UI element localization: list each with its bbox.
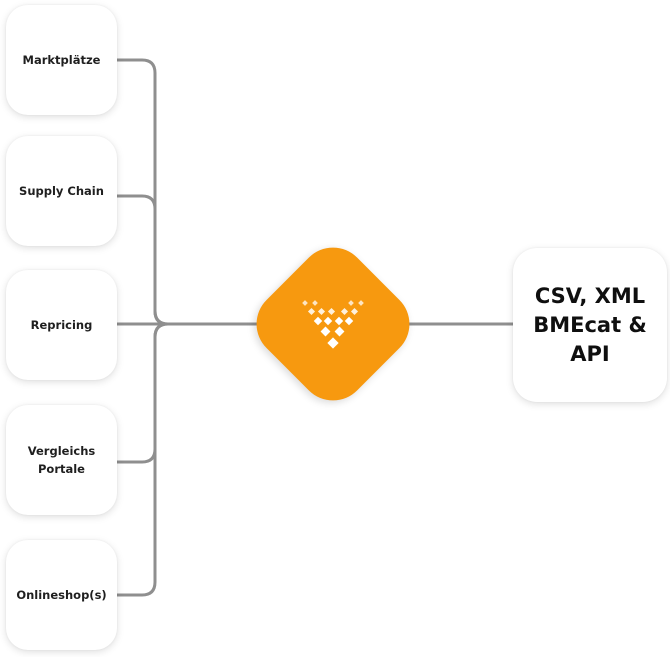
source-card-vergleichs-portale: Vergleichs Portale (6, 405, 117, 515)
channel-logo-icon (302, 300, 364, 349)
source-card-onlineshops: Onlineshop(s) (6, 540, 117, 650)
source-label-onlineshops: Onlineshop(s) (16, 588, 107, 602)
source-label-marktplaetze: Marktplätze (22, 53, 101, 67)
target-label: CSV, XML BMEcat & API (533, 283, 647, 366)
target-card-formats: CSV, XML BMEcat & API (513, 248, 667, 402)
source-label-repricing: Repricing (30, 318, 93, 332)
source-label-vergleichs-portale: Vergleichs Portale (27, 444, 96, 476)
source-card-marktplaetze: Marktplätze (6, 5, 117, 115)
source-label-supply-chain: Supply Chain (19, 184, 104, 198)
source-card-repricing: Repricing (6, 270, 117, 380)
source-card-supply-chain: Supply Chain (6, 136, 117, 246)
